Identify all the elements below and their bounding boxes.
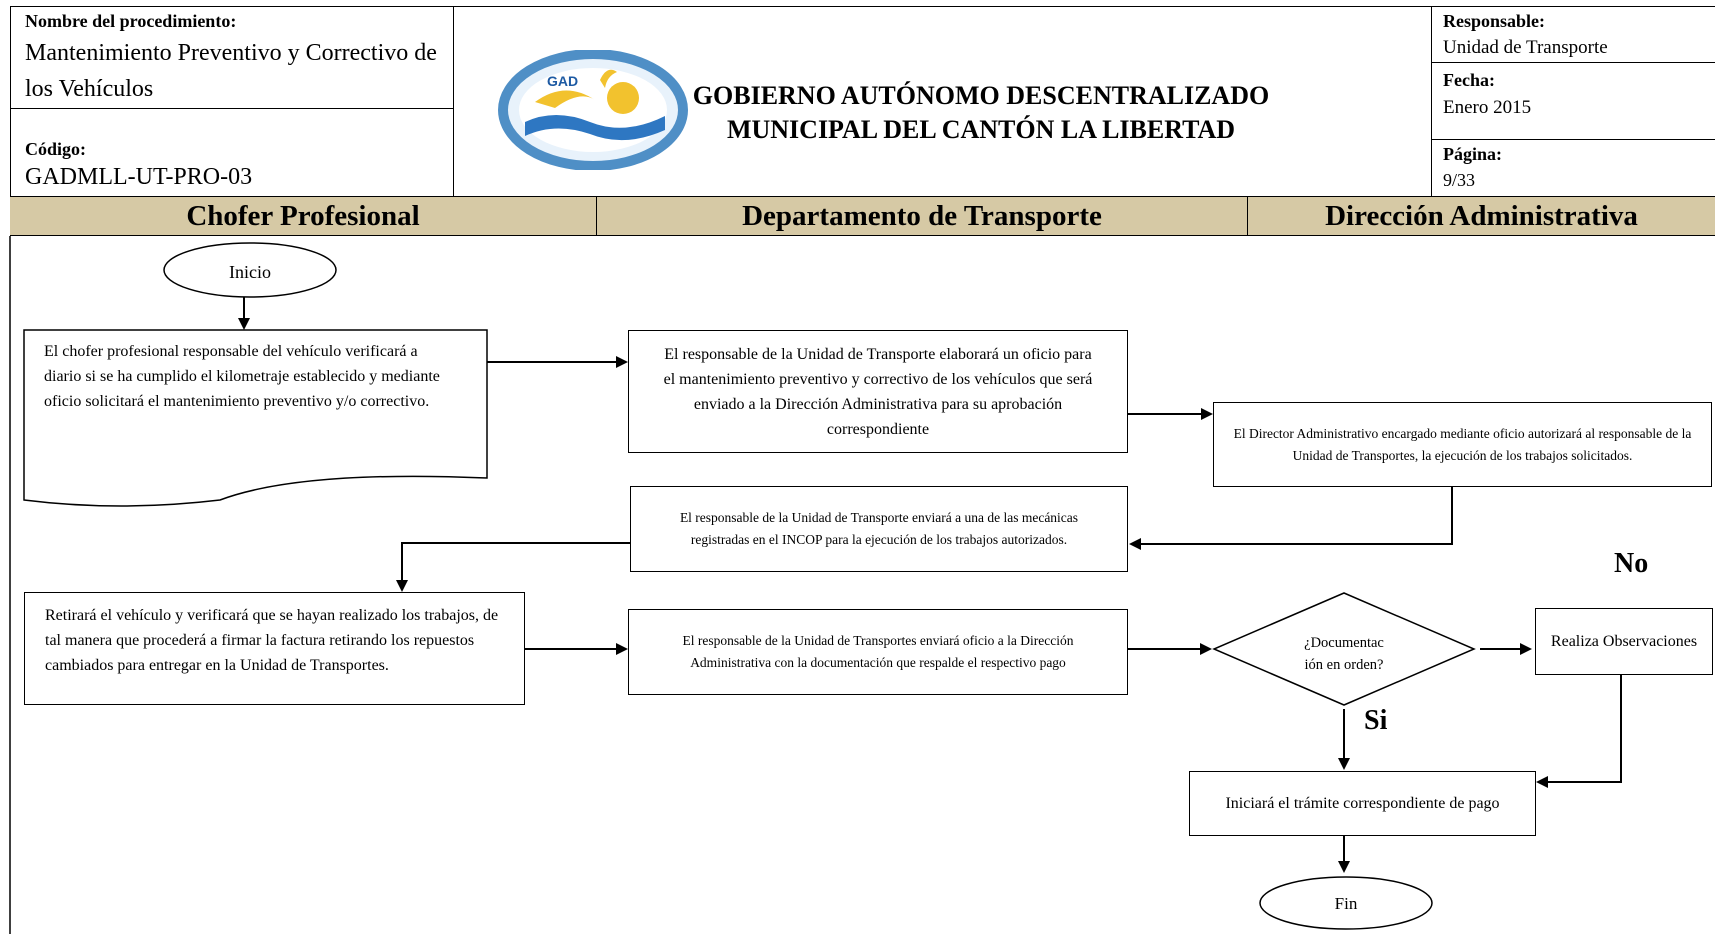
observations-box: Realiza Observaciones [1535, 608, 1713, 675]
lane-chofer: Chofer Profesional [10, 197, 597, 235]
step3-box: El Director Administrativo encargado med… [1213, 402, 1712, 487]
logo-bird-icon [600, 69, 617, 88]
step3-text: El Director Administrativo encargado med… [1233, 425, 1692, 463]
step1-text: El chofer profesional responsable del ve… [44, 343, 440, 410]
step6-text: El responsable de la Unidad de Transport… [682, 633, 1074, 670]
yes-label: Si [1364, 705, 1388, 736]
swimlane-header: Chofer Profesional Departamento de Trans… [10, 196, 1715, 236]
procedure-label: Nombre del procedimiento: [25, 11, 237, 31]
step4-box: El responsable de la Unidad de Transport… [630, 486, 1128, 572]
header-rule-right-1 [1431, 62, 1715, 63]
start-label: Inicio [229, 262, 271, 282]
institution-title-line1: GOBIERNO AUTÓNOMO DESCENTRALIZADO [692, 81, 1270, 110]
code-value: GADMLL-UT-PRO-03 [25, 164, 253, 190]
date-value: Enero 2015 [1443, 97, 1532, 118]
step7-box: Iniciará el trámite correspondiente de p… [1189, 771, 1536, 836]
institution-title-line2: MUNICIPAL DEL CANTÓN LA LIBERTAD [726, 115, 1236, 144]
page-value: 9/33 [1443, 170, 1476, 190]
step6-box: El responsable de la Unidad de Transport… [628, 609, 1128, 695]
end-label: Fin [1334, 894, 1358, 913]
decision-text: ¿Documentac ión en orden? [1284, 632, 1404, 676]
code-label: Código: [25, 139, 87, 159]
date-label: Fecha: [1443, 70, 1495, 90]
responsible-label: Responsable: [1443, 11, 1546, 31]
decision-text-line2: ión en orden? [1304, 657, 1384, 673]
gad-la-libertad-logo: GAD La Libertad [498, 50, 688, 170]
observations-text: Realiza Observaciones [1550, 633, 1698, 650]
arrow-step3-step4 [1129, 487, 1453, 550]
no-label: No [1614, 548, 1649, 579]
decision-text-line1: ¿Documentac [1304, 635, 1384, 651]
page-label: Página: [1443, 144, 1503, 164]
logo-top-text: GAD [547, 73, 578, 89]
header-rule-left [11, 108, 453, 109]
lane-transporte: Departamento de Transporte [597, 197, 1248, 235]
step5-text: Retirará el vehículo y verificará que se… [45, 607, 499, 674]
step4-text: El responsable de la Unidad de Transport… [679, 510, 1079, 547]
logo-wing-icon [535, 90, 595, 108]
responsible-value: Unidad de Transporte [1443, 37, 1608, 58]
step5-box: Retirará el vehículo y verificará que se… [24, 592, 525, 705]
procedure-name: Mantenimiento Preventivo y Correctivo de… [25, 40, 437, 102]
arrow-step4-step5 [396, 542, 630, 592]
step7-text: Iniciará el trámite correspondiente de p… [1225, 795, 1500, 812]
logo-wave-icon [525, 115, 665, 141]
logo-bottom-text: La Libertad [568, 140, 618, 151]
header-divider-right [1431, 7, 1432, 197]
step2-box: El responsable de la Unidad de Transport… [628, 330, 1128, 453]
header-rule-right-2 [1431, 139, 1715, 140]
logo-sun-icon [607, 82, 639, 114]
document-header: Nombre del procedimiento: Mantenimiento … [10, 6, 1715, 197]
step2-text: El responsable de la Unidad de Transport… [663, 345, 1093, 438]
lane-direccion: Dirección Administrativa [1325, 200, 1638, 232]
arrow-observations-step7 [1536, 675, 1622, 788]
header-divider-left [453, 7, 454, 197]
